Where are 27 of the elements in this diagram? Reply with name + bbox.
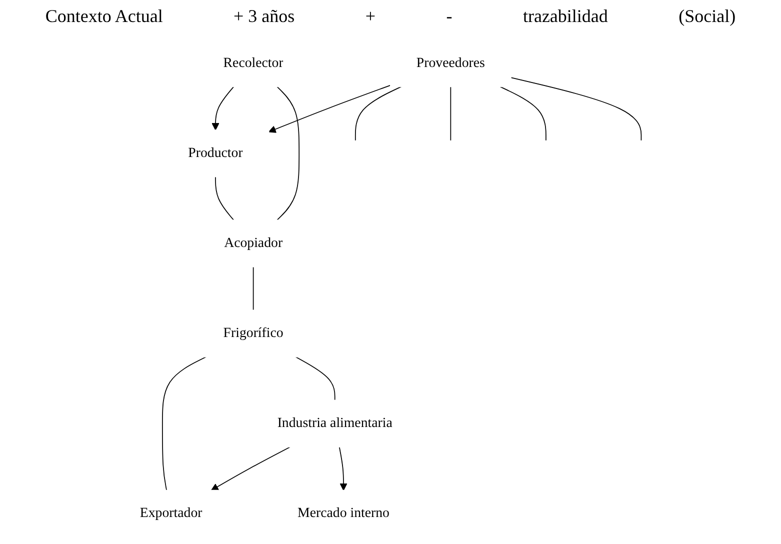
note-label: (Social) — [678, 6, 736, 27]
node-text: Productor — [188, 146, 243, 160]
node-text: Frigorífico — [223, 326, 284, 340]
connector — [510, 77, 642, 141]
connector — [214, 176, 234, 221]
note-label: - — [446, 6, 452, 27]
connector — [500, 86, 546, 141]
node-text: Proveedores — [416, 56, 485, 70]
node-text: Exportador — [140, 506, 202, 521]
node-text: Industria alimentaria — [277, 416, 392, 431]
note-label: + — [365, 6, 376, 27]
note-label: Contexto Actual — [45, 6, 163, 27]
node-text: Acopiador — [224, 236, 282, 250]
arrow — [338, 446, 348, 491]
arrow — [268, 84, 391, 133]
note-label: trazabilidad — [522, 6, 608, 27]
connector — [450, 86, 452, 141]
connector — [295, 356, 336, 401]
note-label: + 3 años — [234, 6, 295, 27]
arrow — [210, 446, 290, 491]
connector — [252, 266, 254, 311]
connector — [354, 86, 402, 141]
connector — [162, 356, 206, 491]
node-text: Recolector — [223, 56, 284, 70]
arrow — [212, 86, 234, 130]
connector — [276, 86, 300, 221]
node-text: Mercado interno — [297, 506, 390, 521]
